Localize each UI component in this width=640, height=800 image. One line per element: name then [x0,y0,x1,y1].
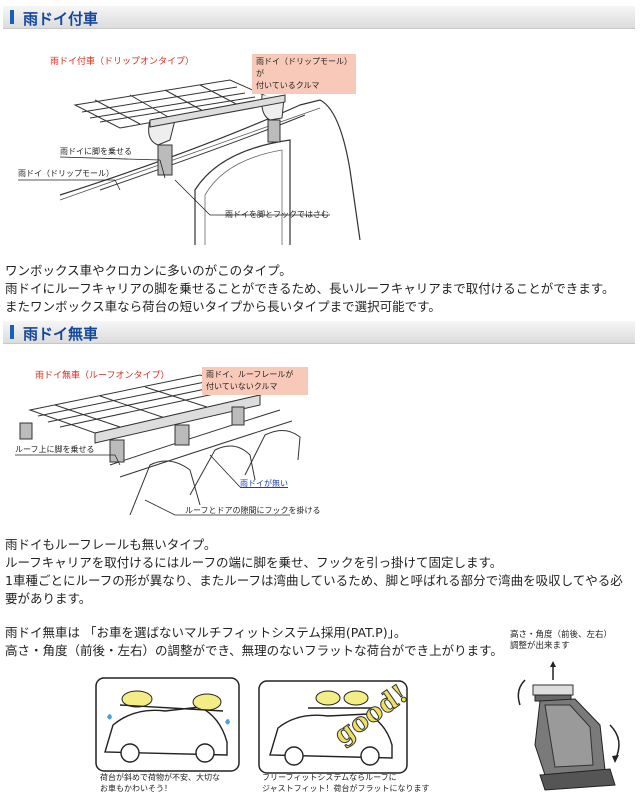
section-title: 雨ドイ無車 [23,325,99,343]
section-header-no-drip: 雨ドイ無車 [3,321,635,344]
caption-line: ジャストフィット！荷台がフラットになります [262,784,430,793]
section1-paragraph: ワンボックス車やクロカンに多いのがこのタイプ。 雨ドイにルーフキャリアの脚を乗せ… [5,262,615,316]
cartoon-bad-caption: 荷台が斜めで荷物が不安、大切な お車もかわいそう！ [100,772,220,794]
car-type-note: 雨ドイ、ルーフレールが 付いていないクルマ [202,367,308,395]
paragraph-line: 雨ドイもルーフレールも無いタイプ。 [5,537,217,552]
caption-line: 荷台が斜めで荷物が不安、大切な [100,773,220,782]
note-line: 付いているクルマ [256,81,320,90]
label-hook-door-gap: ルーフとドアの隙間にフックを掛ける [185,506,321,515]
paragraph-line: 雨ドイ無車は 「お車を選ばないマルチフィットシステム採用(PAT.P)」。 [5,625,407,640]
figure-title: 雨ドイ無車（ルーフオンタイプ） [35,371,170,381]
multifit-paragraph: 雨ドイ無車は 「お車を選ばないマルチフィットシステム採用(PAT.P)」。 高さ… [5,624,503,660]
cartoon-slanted-rack [95,677,240,772]
label-hook-clamp: 雨ドイを脚とフックではさむ [225,210,329,219]
note-line: 雨ドイ、ルーフレールが [206,370,294,379]
adjustable-foot-illustration [517,661,620,791]
paragraph-line: 1車種ごとにルーフの形が異なり、またルーフは湾曲しているため、脚と呼ばれる部分で… [5,573,623,588]
paragraph-line: 高さ・角度（前後・左右）の調整ができ、無理のないフラットな荷台ができ上がります。 [5,643,503,658]
note-line: 雨ドイ（ドリップモール）が [256,57,352,78]
paragraph-line: 雨ドイにルーフキャリアの脚を乗せることができるため、長いルーフキャリアまで取付け… [5,281,615,296]
drip-car-illustration [18,79,361,245]
cartoon-good-caption: フリーフィットシステムならルーフに ジャストフィット！荷台がフラットになります [262,772,429,794]
header-accent-bar [10,325,14,339]
paragraph-line: ルーフキャリアを取付けるにはルーフの端に脚を乗せ、フックを引っ掛けて固定します。 [5,555,503,570]
section-title: 雨ドイ付車 [23,10,99,28]
caption-line: フリーフィットシステムならルーフに [262,773,397,782]
label-foot-on-gutter: 雨ドイに脚を乗せる [60,147,132,156]
caption-line: 調整が出来ます [510,641,570,651]
adjust-caption: 高さ・角度（前後、左右） 調整が出来ます [510,630,612,652]
label-no-gutter: 雨ドイが無い [240,479,288,488]
section-header-drip: 雨ドイ付車 [3,6,635,29]
caption-line: 高さ・角度（前後、左右） [510,630,613,640]
cartoon-flat-rack [258,680,408,774]
header-accent-bar [10,10,14,24]
figure-title: 雨ドイ付車（ドリップオンタイプ） [50,57,195,67]
paragraph-line: 要があります。 [5,591,92,606]
roof-on-car-illustration [15,374,301,516]
label-drip-molding: 雨ドイ（ドリップモール） [18,169,114,178]
car-type-note: 雨ドイ（ドリップモール）が 付いているクルマ [252,54,356,94]
caption-line: お車もかわいそう！ [100,784,172,793]
label-foot-on-roof: ルーフ上に脚を乗せる [15,445,95,454]
note-line: 付いていないクルマ [206,382,278,391]
paragraph-line: ワンボックス車やクロカンに多いのがこのタイプ。 [5,263,292,278]
paragraph-line: またワンボックス車なら荷台の短いタイプから長いタイプまで選択可能です。 [5,299,441,314]
section2-paragraph: 雨ドイもルーフレールも無いタイプ。 ルーフキャリアを取付けるにはルーフの端に脚を… [5,536,623,608]
